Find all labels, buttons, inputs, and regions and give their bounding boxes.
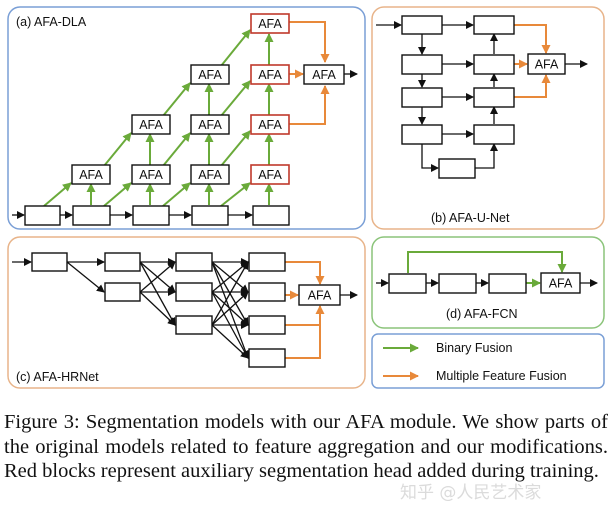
svg-text:AFA: AFA (312, 68, 336, 82)
figure-caption: Figure 3: Segmentation models with our A… (4, 411, 608, 482)
unet-encoder-block-3 (401, 87, 443, 108)
svg-text:AFA: AFA (258, 168, 282, 182)
dla-afa-block-r4c4-auxiliary: AFA (250, 13, 290, 34)
dla-multiple-fusion-arrows (288, 21, 330, 125)
dla-afa-block-r2c2: AFA (131, 114, 171, 135)
panel-afa-u-net: (b) AFA-U-Net (371, 6, 605, 230)
unet-bottleneck-block (438, 158, 476, 179)
panel-title-afa-fcn: (d) AFA-FCN (446, 307, 518, 321)
fcn-block-3 (488, 273, 527, 294)
svg-text:AFA: AFA (79, 168, 103, 182)
unet-afa-block: AFA (527, 53, 566, 75)
hrnet-stage4-block-1 (248, 252, 286, 272)
svg-text:AFA: AFA (308, 289, 332, 303)
hrnet-connection-arrows (12, 258, 358, 359)
panel-title-afa-hrnet: (c) AFA-HRNet (16, 370, 99, 384)
svg-text:AFA: AFA (198, 168, 222, 182)
svg-text:AFA: AFA (139, 168, 163, 182)
fcn-block-2 (438, 273, 477, 294)
dla-afa-block-r1c1: AFA (71, 164, 111, 185)
unet-backbone-arrows (376, 21, 588, 172)
figure-diagram: (a) AFA-DLA (7, 6, 605, 389)
unet-decoder-block-2 (473, 54, 515, 75)
svg-text:AFA: AFA (198, 68, 222, 82)
dla-afa-final-block: AFA (303, 64, 345, 85)
legend-item-multiple-feature-fusion: Multiple Feature Fusion (383, 369, 567, 383)
unet-encoder-block-2 (401, 54, 443, 75)
fcn-block-1 (388, 273, 427, 294)
dla-backbone-arrows (12, 70, 358, 219)
dla-afa-block-r2c3: AFA (190, 114, 230, 135)
svg-text:AFA: AFA (258, 118, 282, 132)
dla-afa-block-r3c3: AFA (190, 64, 230, 85)
hrnet-afa-block: AFA (298, 284, 341, 306)
svg-text:AFA: AFA (139, 118, 163, 132)
unet-encoder-block-4 (401, 124, 443, 145)
svg-text:AFA: AFA (258, 68, 282, 82)
dla-base-block-2 (72, 205, 111, 226)
dla-afa-block-r1c3: AFA (190, 164, 230, 185)
fcn-afa-block: AFA (540, 272, 581, 294)
panel-title-afa-u-net: (b) AFA-U-Net (431, 211, 510, 225)
hrnet-stage4-block-3 (248, 315, 286, 335)
hrnet-stage3-block-1 (175, 252, 213, 272)
dla-afa-block-r2c4-auxiliary: AFA (250, 114, 290, 135)
dla-afa-block-r1c4-auxiliary: AFA (250, 164, 290, 185)
unet-decoder-block-1 (473, 15, 515, 35)
dla-base-block-1 (24, 205, 61, 226)
svg-text:AFA: AFA (198, 118, 222, 132)
panel-afa-hrnet: (c) AFA-HRNet (7, 236, 366, 389)
unet-multiple-fusion-arrows (514, 24, 551, 98)
panel-title-afa-dla: (a) AFA-DLA (16, 15, 87, 29)
hrnet-stage2-block-2 (104, 282, 141, 302)
unet-decoder-block-3 (473, 87, 515, 108)
legend: Binary Fusion Multiple Feature Fusion (371, 333, 605, 389)
dla-afa-block-r1c2: AFA (131, 164, 171, 185)
dla-binary-fusion-arrows (43, 29, 274, 207)
dla-base-block-3 (132, 205, 170, 226)
fcn-binary-fusion-arrows (407, 251, 567, 288)
hrnet-stage3-block-2 (175, 282, 213, 302)
unet-decoder-block-4 (473, 124, 515, 145)
dla-afa-block-r3c4-auxiliary: AFA (250, 64, 290, 85)
svg-text:AFA: AFA (258, 17, 282, 31)
legend-item-binary-fusion: Binary Fusion (383, 341, 512, 355)
svg-text:AFA: AFA (535, 58, 559, 72)
watermark: 知乎 @人民艺术家 (400, 483, 542, 503)
hrnet-multiple-fusion-arrows (285, 261, 325, 359)
panel-afa-dla: (a) AFA-DLA (7, 6, 366, 230)
legend-label-binary-fusion: Binary Fusion (436, 341, 512, 355)
dla-base-block-4 (191, 205, 229, 226)
hrnet-stage1-block (31, 252, 68, 272)
hrnet-stage4-block-2 (248, 282, 286, 302)
dla-base-block-5 (252, 205, 290, 226)
unet-encoder-block-1 (401, 15, 443, 35)
svg-text:AFA: AFA (549, 277, 573, 291)
hrnet-stage4-block-4 (248, 348, 286, 368)
legend-label-multiple-feature-fusion: Multiple Feature Fusion (436, 369, 567, 383)
hrnet-stage3-block-3 (175, 315, 213, 335)
hrnet-stage2-block-1 (104, 252, 141, 272)
panel-afa-fcn: (d) AFA-FCN AFA (371, 236, 605, 329)
